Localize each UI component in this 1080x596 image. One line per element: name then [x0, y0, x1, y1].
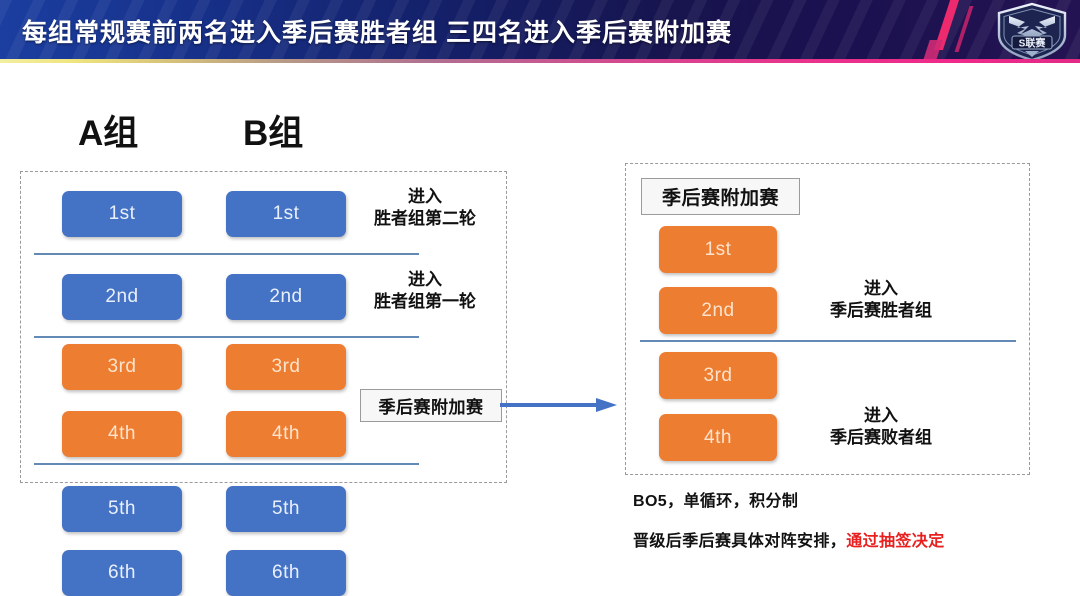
format-note-line2: 晋级后季后赛具体对阵安排，通过抽签决定	[633, 527, 945, 551]
rank-divider-1	[34, 253, 419, 255]
banner-title: 每组常规赛前两名进入季后赛胜者组 三四名进入季后赛附加赛	[22, 19, 732, 47]
seed-pill-b-1st: 1st	[226, 191, 346, 237]
group-b-heading: B组	[243, 114, 304, 153]
seed-pill-b-6th: 6th	[226, 550, 346, 596]
tiebreaker-seed-3rd: 3rd	[659, 352, 777, 399]
format-note-line1: BO5，单循环，积分制	[633, 493, 799, 510]
group-a-heading: A组	[78, 114, 139, 153]
banner-slash-icon	[954, 6, 974, 52]
playoff-tiebreaker-callout: 季后赛附加赛	[360, 389, 502, 422]
slide-body: A组 B组 1st 1st 进入 胜者组第二轮 2nd 2nd 进入 胜者组第一…	[0, 63, 1080, 596]
seed-pill-a-4th: 4th	[62, 411, 182, 457]
advance-note-line2: 胜者组第二轮	[374, 209, 476, 229]
seed-pill-a-6th: 6th	[62, 550, 182, 596]
advance-note-winners-round1: 进入 胜者组第一轮	[360, 269, 490, 314]
advance-note-line2: 季后赛败者组	[830, 428, 932, 448]
format-note-line2-red: 通过抽签决定	[846, 533, 945, 550]
advance-note-line1: 进入	[408, 187, 442, 206]
seed-pill-b-5th: 5th	[226, 486, 346, 532]
seed-pill-b-2nd: 2nd	[226, 274, 346, 320]
header-banner: 每组常规赛前两名进入季后赛胜者组 三四名进入季后赛附加赛 S联赛	[0, 0, 1080, 63]
rank-divider-2	[34, 336, 419, 338]
advance-note-line1: 进入	[864, 279, 898, 298]
svg-text:S联赛: S联赛	[1019, 36, 1047, 49]
flow-arrow-icon	[500, 398, 618, 412]
rank-divider-3	[34, 463, 419, 465]
tiebreaker-seed-2nd: 2nd	[659, 287, 777, 334]
playoff-tiebreaker-title: 季后赛附加赛	[641, 178, 800, 215]
advance-note-line1: 进入	[408, 270, 442, 289]
advance-note-playoff-winners: 进入 季后赛胜者组	[806, 278, 956, 323]
seed-pill-b-4th: 4th	[226, 411, 346, 457]
advance-note-line2: 胜者组第一轮	[374, 292, 476, 312]
s-league-emblem-icon: S联赛	[995, 2, 1069, 62]
seed-pill-a-3rd: 3rd	[62, 344, 182, 390]
tiebreaker-seed-1st: 1st	[659, 226, 777, 273]
seed-pill-a-5th: 5th	[62, 486, 182, 532]
tiebreaker-divider	[640, 340, 1016, 342]
seed-pill-a-2nd: 2nd	[62, 274, 182, 320]
seed-pill-a-1st: 1st	[62, 191, 182, 237]
format-note-line2-black: 晋级后季后赛具体对阵安排，	[633, 533, 847, 550]
advance-note-playoff-losers: 进入 季后赛败者组	[806, 405, 956, 450]
advance-note-winners-round2: 进入 胜者组第二轮	[360, 186, 490, 231]
tiebreaker-seed-4th: 4th	[659, 414, 777, 461]
advance-note-line2: 季后赛胜者组	[830, 301, 932, 321]
banner-underline	[0, 59, 1080, 63]
advance-note-line1: 进入	[864, 406, 898, 425]
seed-pill-b-3rd: 3rd	[226, 344, 346, 390]
